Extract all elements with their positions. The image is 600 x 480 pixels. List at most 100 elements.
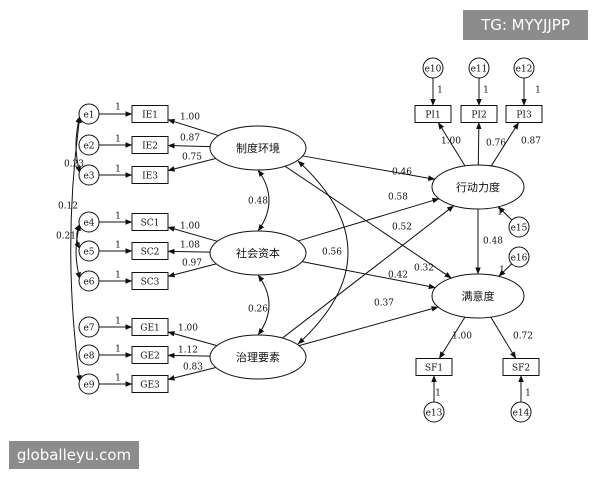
loading-arrow-ge3	[167, 367, 216, 381]
indicator-label-sf2: SF2	[512, 364, 530, 374]
error-node-e13	[423, 401, 445, 423]
covariance-label-shehui-zhili: 0.26	[248, 305, 268, 315]
loading-arrow-pi1	[437, 122, 466, 167]
path-coef-xingdong-manyi: 0.48	[483, 237, 503, 247]
error-weight-e10: 1	[437, 86, 443, 96]
latent-label-zhili: 治理要素	[236, 350, 280, 364]
error-label-e1: e1	[83, 111, 94, 121]
error-label-e12: e12	[516, 65, 533, 75]
loading-arrow-pi3	[490, 122, 520, 167]
loading-arrow-sf1	[438, 316, 466, 359]
covariance-arc-zhidu-shehui	[257, 169, 270, 232]
indicator-box-pi1	[414, 105, 452, 123]
indicator-box-sc2	[131, 242, 169, 260]
loading-arrow-ie2	[167, 142, 211, 149]
path-coef-zhidu-xingdong: 0.46	[392, 168, 412, 178]
indicator-box-ge2	[131, 346, 169, 364]
indicator-box-pi2	[460, 105, 498, 123]
error-node-e8	[78, 344, 100, 366]
error-node-e3	[78, 164, 100, 186]
indicator-box-pi3	[505, 105, 543, 123]
error-label-e9: e9	[83, 381, 94, 391]
indicator-box-ie2	[131, 136, 169, 154]
loading-label-pi1: 1.00	[441, 137, 461, 147]
latent-label-shehui: 社会资本	[236, 246, 280, 260]
indicator-label-pi1: PI1	[425, 111, 440, 121]
indicator-box-sf1	[415, 358, 453, 376]
loading-arrow-sc1	[167, 226, 218, 242]
loading-arrow-sf2	[490, 316, 517, 359]
latent-label-zhidu: 制度环境	[236, 141, 280, 155]
path-coef-shehui-manyi: 0.42	[388, 271, 408, 281]
latent-label-manyi: 满意度	[462, 289, 495, 303]
path-arrow-zhili-manyi	[298, 306, 439, 347]
error-weight-e16: 1	[499, 266, 505, 276]
error-node-e15	[508, 216, 530, 238]
error-node-e6	[78, 270, 100, 292]
error-label-e3: e3	[83, 172, 94, 182]
latent-label-xingdong: 行动力度	[456, 180, 500, 194]
error-weight-e1: 1	[115, 103, 121, 113]
path-coef-zhili-xingdong: 0.52	[392, 223, 412, 233]
error-node-e1	[78, 103, 100, 125]
loading-arrow-ie1	[167, 118, 219, 137]
indicator-label-sf1: SF1	[425, 364, 443, 374]
error-weight-e6: 1	[115, 271, 121, 281]
indicator-label-ge1: GE1	[140, 324, 160, 334]
indicator-box-ge1	[131, 318, 169, 336]
indicator-box-sc1	[131, 213, 169, 231]
path-arrow-zhili-xingdong	[282, 205, 455, 339]
error-weight-e14: 1	[525, 389, 531, 399]
error-node-e10	[422, 57, 444, 79]
error-weight-e4: 1	[115, 212, 121, 222]
error-node-e14	[510, 401, 532, 423]
indicator-label-sc3: SC3	[141, 278, 160, 288]
error-node-e7	[78, 316, 100, 338]
watermark-top-right: TG: MYYJJPP	[463, 10, 588, 40]
error-weight-e13: 1	[435, 389, 441, 399]
error-weight-e15: 1	[497, 208, 503, 218]
loading-label-pi2: 0.76	[486, 139, 506, 149]
error-arrow-e16	[498, 263, 513, 277]
error-node-e9	[78, 373, 100, 395]
error-covariance-e4-e5	[74, 223, 81, 250]
indicator-label-sc2: SC2	[141, 248, 160, 258]
indicator-label-ge2: GE2	[140, 352, 160, 362]
error-node-e12	[513, 57, 535, 79]
indicator-label-ge3: GE3	[140, 381, 160, 391]
indicator-label-ie1: IE1	[142, 111, 158, 121]
loading-label-ge2: 1.12	[178, 346, 198, 356]
loading-label-ie2: 0.87	[180, 134, 200, 144]
error-label-e2: e2	[83, 142, 94, 152]
loading-arrow-ge1	[167, 331, 218, 347]
loading-arrow-pi2	[475, 122, 482, 166]
loading-label-sc3: 0.97	[182, 259, 202, 269]
latent-node-manyi	[431, 273, 525, 319]
path-coef-zhili-manyi: 0.37	[374, 299, 394, 309]
error-label-e6: e6	[83, 278, 94, 288]
error-weight-e2: 1	[115, 135, 121, 145]
loading-label-pi3: 0.87	[521, 137, 541, 147]
covariance-arc-zhidu-zhili	[297, 160, 349, 345]
error-label-e10: e10	[425, 65, 442, 75]
error-covariance-label-e4-e5: 0.21	[56, 232, 76, 242]
latent-node-zhili	[209, 334, 307, 380]
loading-arrow-ie3	[167, 158, 216, 172]
path-arrow-zhidu-manyi	[284, 165, 452, 279]
error-label-e8: e8	[83, 352, 94, 362]
path-arrow-shehui-manyi	[302, 261, 436, 290]
covariance-arc-shehui-zhili	[257, 274, 270, 336]
indicator-box-ge3	[131, 375, 169, 393]
indicator-box-sc3	[131, 272, 169, 290]
error-label-e11: e11	[471, 65, 488, 75]
indicator-box-sf2	[502, 358, 540, 376]
path-arrow-shehui-xingdong	[298, 197, 440, 242]
error-weight-e8: 1	[115, 345, 121, 355]
loading-label-ge1: 1.00	[178, 324, 198, 334]
watermark-bottom-left: globalleyu.com	[9, 441, 139, 469]
loading-label-ie3: 0.75	[182, 153, 202, 163]
indicator-label-pi3: PI3	[516, 111, 532, 121]
indicator-label-ie2: IE2	[142, 142, 158, 152]
covariance-label-zhidu-zhili: 0.56	[322, 248, 342, 258]
